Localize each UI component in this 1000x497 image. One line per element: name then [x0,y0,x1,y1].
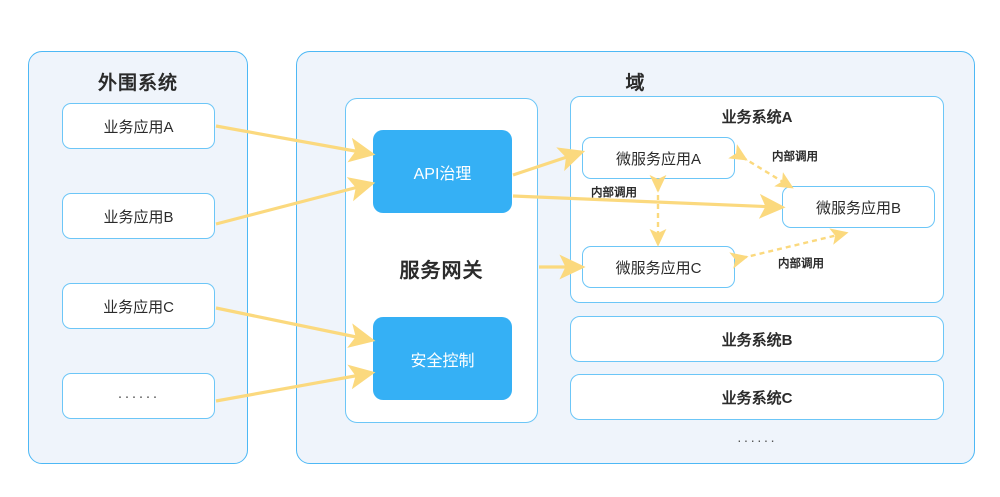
external-app-b[interactable]: 业务应用B [62,193,215,239]
external-app-a[interactable]: 业务应用A [62,103,215,149]
label-internal-call-a-b: 内部调用 [772,151,818,163]
microservice-app-b[interactable]: 微服务应用B [782,186,935,228]
service-gateway-label: 服务网关 [399,260,484,282]
business-system-c[interactable]: 业务系统C [570,374,944,420]
gateway-block-security-control[interactable]: 安全控制 [373,317,512,400]
label-internal-call-c-b: 内部调用 [778,258,824,270]
business-system-more: ······ [737,432,777,448]
business-system-a-title: 业务系统A [721,109,793,126]
gateway-block-api-governance[interactable]: API治理 [373,130,512,213]
microservice-app-a[interactable]: 微服务应用A [582,137,735,179]
label-internal-call-a-c: 内部调用 [591,187,637,199]
external-app-more[interactable]: ······ [62,373,215,419]
business-system-b[interactable]: 业务系统B [570,316,944,362]
zone-domain-title: 域 [625,73,646,94]
zone-external-systems-title: 外围系统 [97,73,178,94]
microservice-app-c[interactable]: 微服务应用C [582,246,735,288]
external-app-c[interactable]: 业务应用C [62,283,215,329]
